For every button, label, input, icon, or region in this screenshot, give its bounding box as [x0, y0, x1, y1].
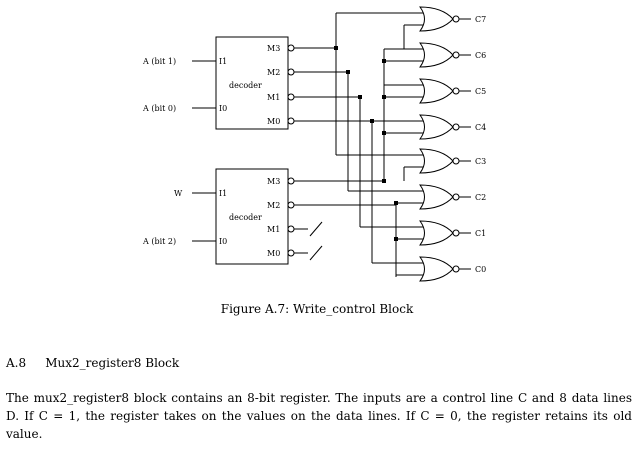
decoder-1-pin-i1: I1: [219, 57, 227, 66]
decoder-2-box: [215, 168, 289, 265]
decoder-1-pin-m3: M3: [267, 44, 280, 53]
nor-gate-bubble-c2: [452, 193, 460, 201]
nor-gate-c6: [419, 42, 454, 68]
body-paragraph: The mux2_register8 block contains an 8-b…: [6, 391, 632, 441]
nor-gate-c4: [419, 114, 454, 140]
decoder-1-label: decoder: [229, 81, 262, 90]
output-label-c5: C5: [475, 87, 486, 96]
section-title: Mux2_register8 Block: [45, 356, 180, 370]
decoder-2-pin-m0: M0: [267, 249, 280, 258]
output-label-c7: C7: [475, 15, 486, 24]
nor-gate-c3: [419, 148, 454, 174]
nor-gate-c1: [419, 220, 454, 246]
decoder-2-pin-m2: M2: [267, 201, 280, 210]
nor-gate-bubble-c4: [452, 123, 460, 131]
section-heading: A.8 Mux2_register8 Block: [6, 356, 179, 370]
nor-gate-bubble-c3: [452, 157, 460, 165]
nor-gate-bubble-c7: [452, 15, 460, 23]
decoder-2-input-signal-a2: A (bit 2): [142, 237, 176, 246]
decoder-1-pin-m2: M2: [267, 68, 280, 77]
decoder-2-input-signal-w: W: [174, 189, 183, 198]
nor-gate-c0: [419, 256, 454, 282]
output-label-c6: C6: [475, 51, 486, 60]
output-label-c4: C4: [475, 123, 486, 132]
decoder-1-input-signal-0: A (bit 0): [142, 104, 176, 113]
nor-gate-c5: [419, 78, 454, 104]
nor-gate-bubble-c1: [452, 229, 460, 237]
section-number: A.8: [6, 356, 27, 370]
nor-gate-c7: [419, 6, 454, 32]
decoder-2-pin-i0: I0: [219, 237, 227, 246]
decoder-1-box: [215, 36, 289, 130]
output-label-c2: C2: [475, 193, 486, 202]
output-label-c3: C3: [475, 157, 486, 166]
decoder-2-pin-i1: I1: [219, 189, 227, 198]
output-label-c0: C0: [475, 265, 486, 274]
nor-gate-bubble-c0: [452, 265, 460, 273]
decoder-1-pin-m1: M1: [267, 93, 280, 102]
figure-caption: Figure A.7: Write_control Block: [220, 302, 414, 316]
output-label-c1: C1: [475, 229, 486, 238]
nor-gate-bubble-c6: [452, 51, 460, 59]
decoder-1-pin-m0: M0: [267, 117, 280, 126]
nor-gate-c2: [419, 184, 454, 210]
nor-gate-bubble-c5: [452, 87, 460, 95]
write-control-diagram: A (bit 1) A (bit 0) I1 I0 decoder M3 M2 …: [142, 6, 486, 282]
decoder-2-pin-m1: M1: [267, 225, 280, 234]
decoder-1-pin-i0: I0: [219, 104, 227, 113]
decoder-1-input-signal-1: A (bit 1): [142, 57, 176, 66]
decoder-2-label: decoder: [229, 213, 262, 222]
decoder-2-pin-m3: M3: [267, 177, 280, 186]
